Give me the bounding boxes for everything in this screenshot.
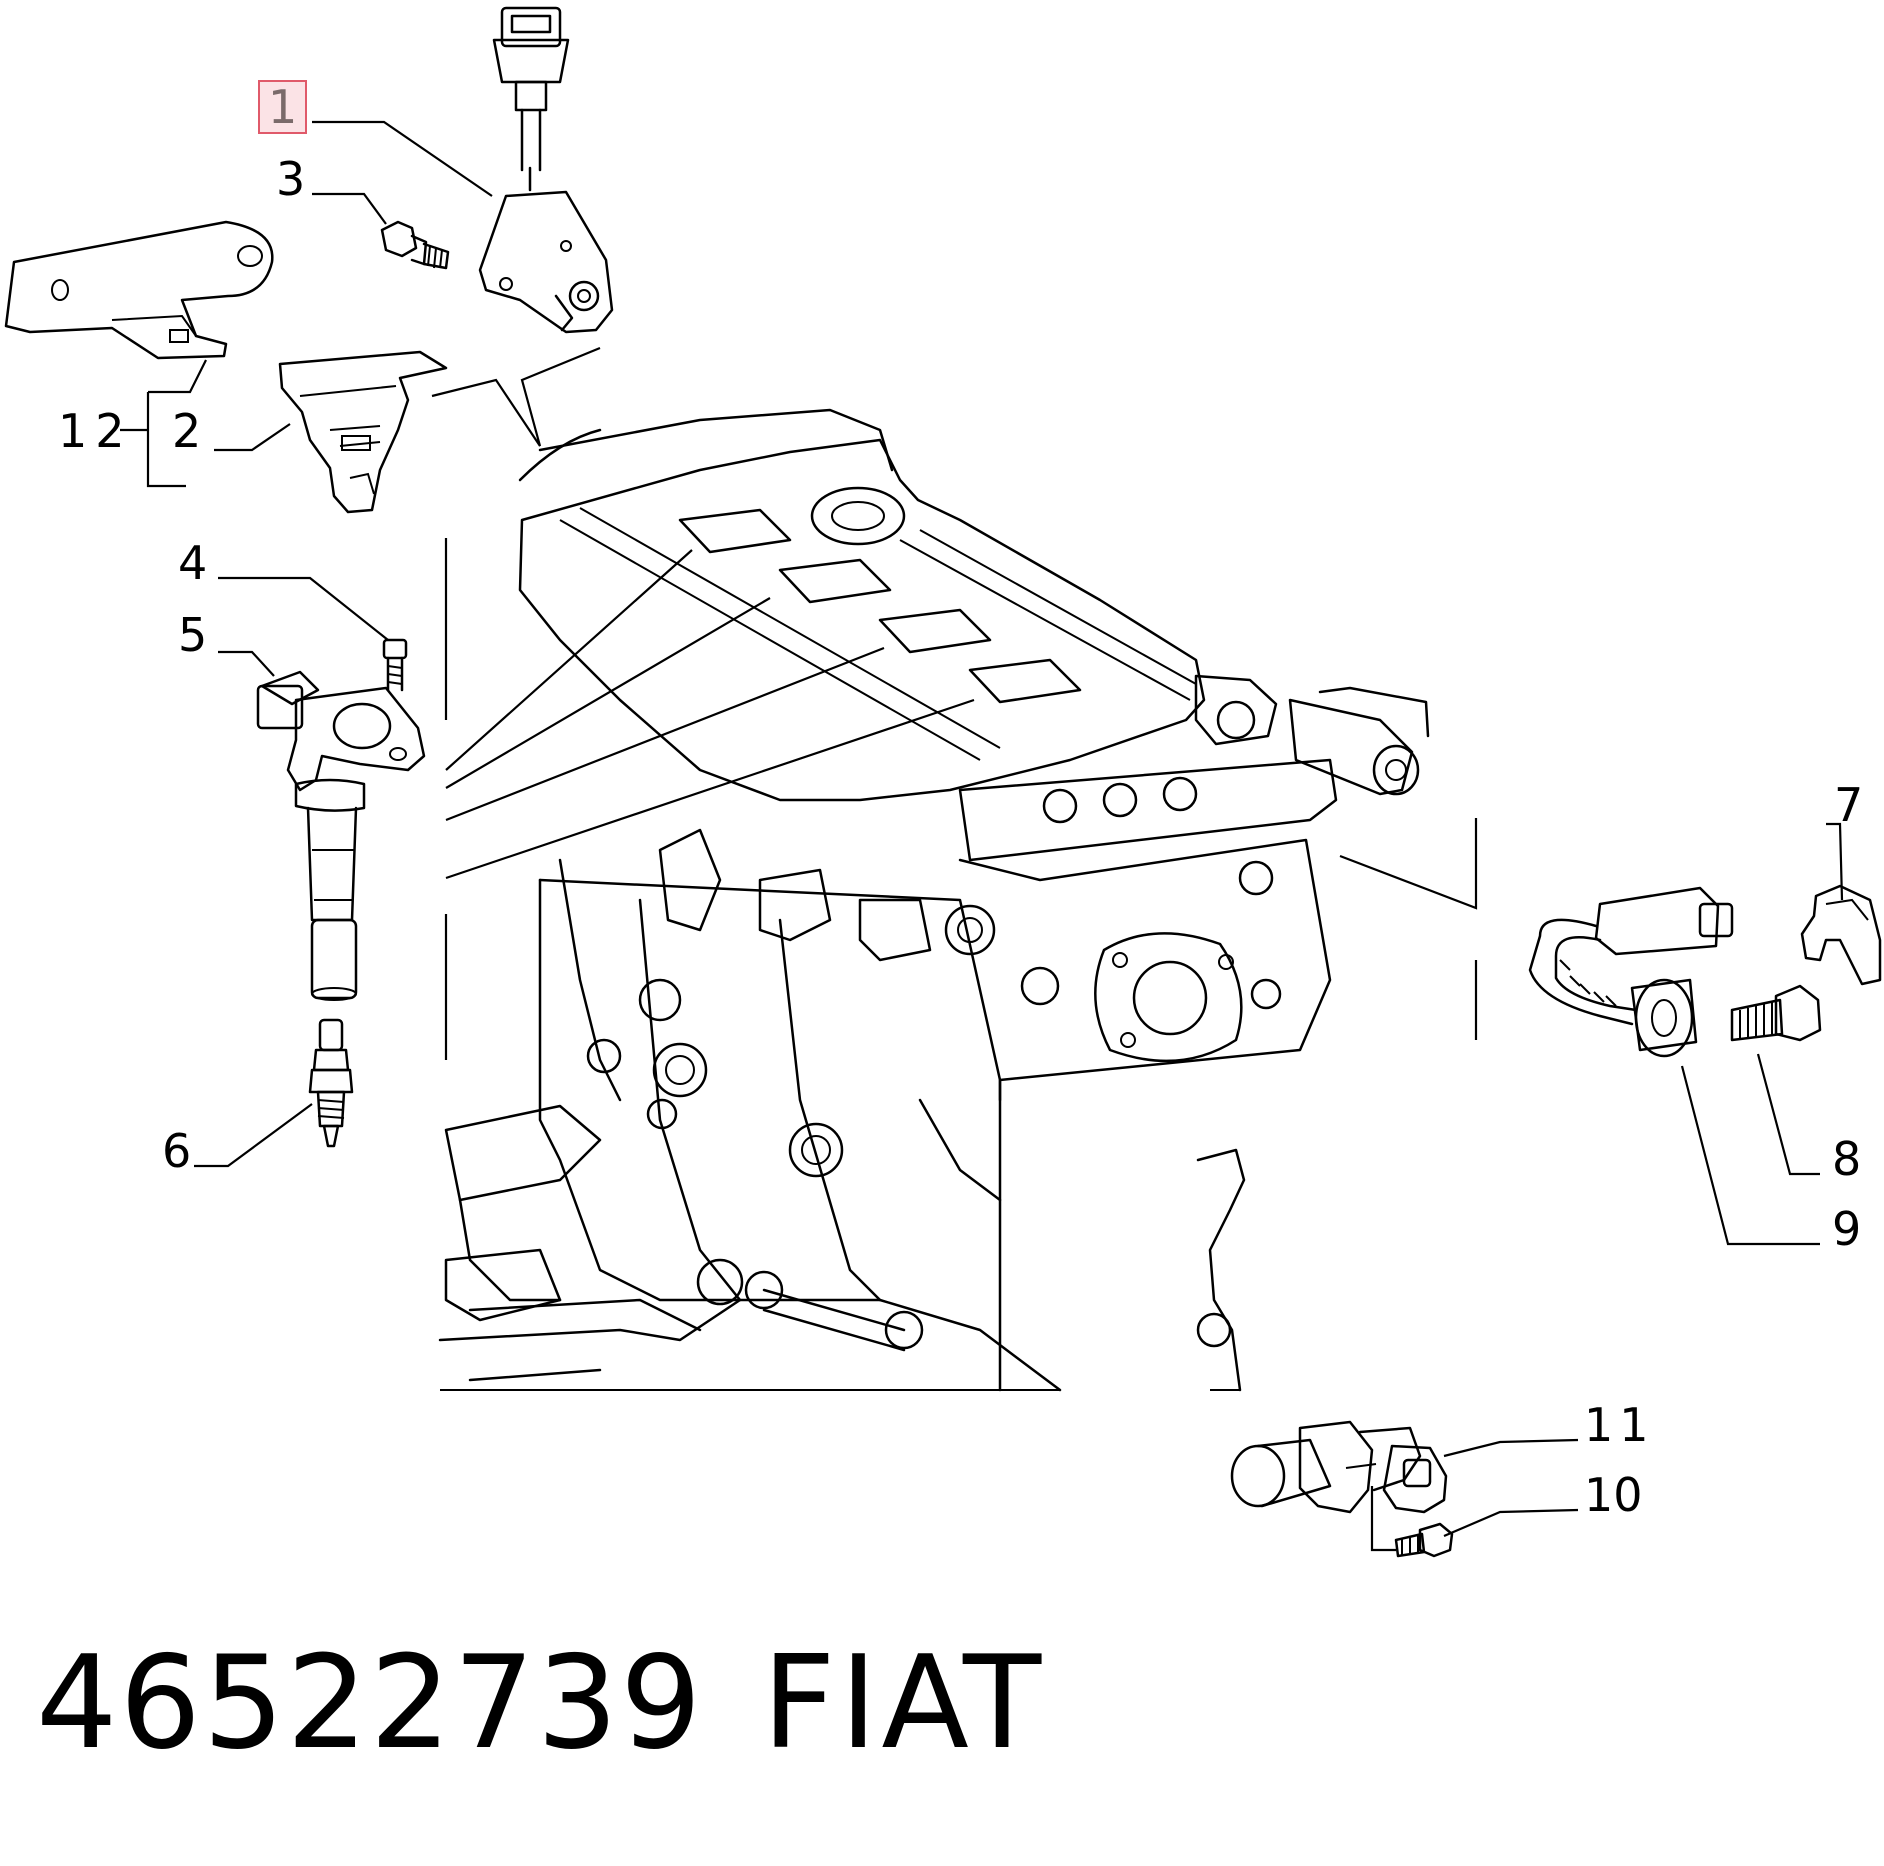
- callout-leaders: [120, 120, 1844, 1552]
- screw-part-3: [380, 220, 450, 270]
- callout-9[interactable]: 9: [1832, 1202, 1862, 1256]
- bolt-part-4: [382, 638, 408, 692]
- callout-8[interactable]: 8: [1832, 1132, 1862, 1186]
- knock-sensor-part-9: [1528, 886, 1734, 1058]
- callout-5[interactable]: 5: [178, 608, 208, 662]
- callout-6[interactable]: 6: [162, 1124, 192, 1178]
- ignition-module-part: [478, 6, 614, 334]
- callout-3[interactable]: 3: [276, 152, 306, 206]
- callout-10[interactable]: 10: [1584, 1468, 1643, 1522]
- ignition-coil-part-5: [256, 670, 426, 1001]
- brand-name: FIAT: [762, 1629, 1046, 1778]
- bracket-part-12: [4, 220, 274, 360]
- callout-7[interactable]: 7: [1834, 778, 1864, 832]
- callout-1[interactable]: 1: [258, 80, 308, 134]
- engine-block-drawing: [438, 408, 1430, 1392]
- callout-12[interactable]: 12: [58, 404, 133, 458]
- callout-4[interactable]: 4: [178, 536, 208, 590]
- callout-2[interactable]: 2: [172, 404, 202, 458]
- screw-part-10: [1394, 1522, 1454, 1558]
- knock-sensor-leader: [1339, 818, 1478, 1040]
- part-number: 46522739: [36, 1629, 704, 1778]
- bolt-part-8: [1730, 984, 1822, 1042]
- spark-plug-part-6: [308, 1018, 354, 1148]
- crank-sensor-part-11: [1230, 1420, 1448, 1514]
- clip-part-7: [1800, 884, 1882, 986]
- coil-bank-leader: [444, 538, 975, 1060]
- support-part-2: [278, 350, 448, 514]
- callout-11[interactable]: 11: [1584, 1398, 1655, 1452]
